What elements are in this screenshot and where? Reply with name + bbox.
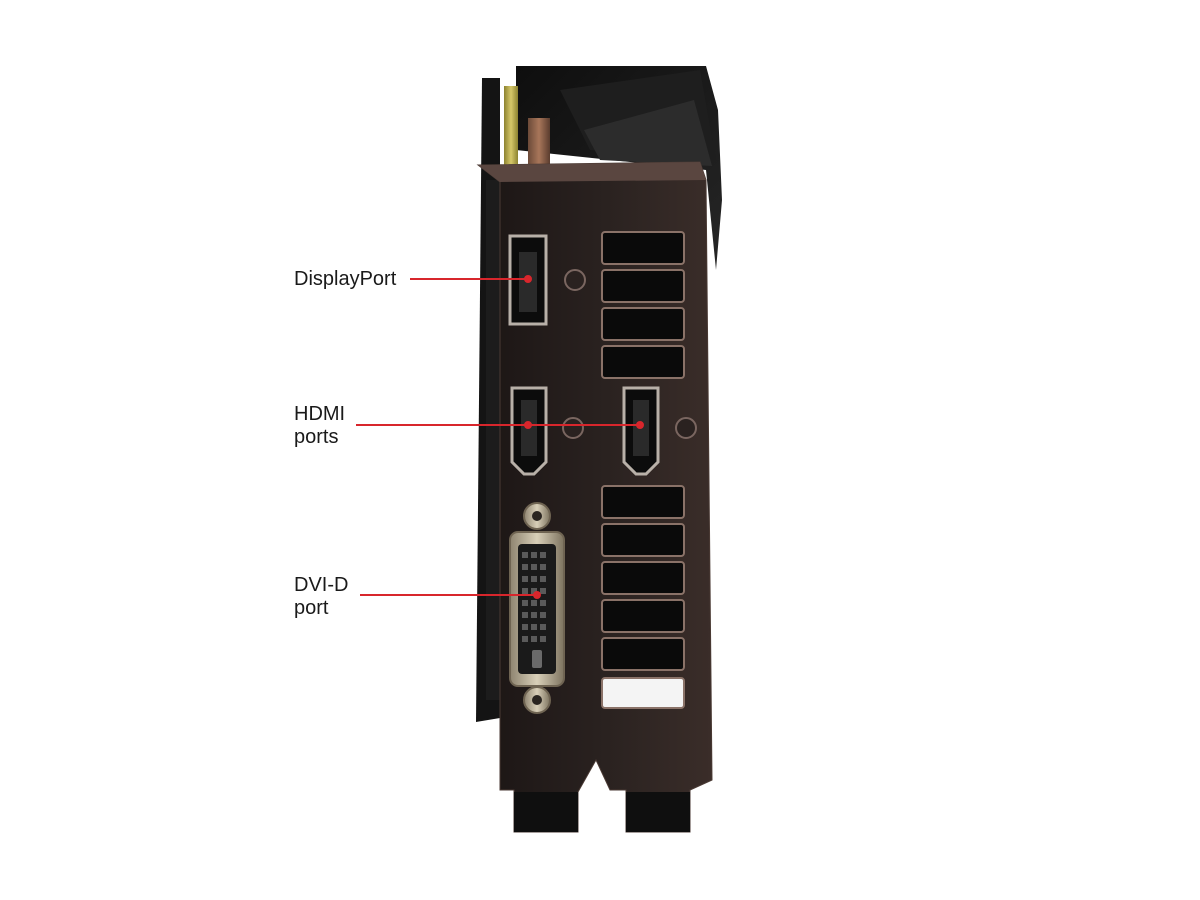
label-displayport: DisplayPort — [294, 268, 397, 290]
vent-slots — [601, 231, 685, 709]
gold-connector — [504, 86, 518, 166]
label-dvi-d-port: DVI-D port — [294, 574, 349, 619]
heatpipe — [528, 118, 550, 166]
dvi-d-connector — [509, 502, 565, 714]
hdmi-connector-1 — [510, 386, 548, 476]
pcb-edge — [476, 78, 500, 722]
callout-lines — [356, 275, 644, 599]
cooler-shroud — [516, 66, 722, 270]
label-hdmi-ports: HDMI ports — [294, 403, 346, 448]
bracket-screws — [562, 269, 697, 439]
hdmi-connector-2 — [622, 386, 660, 476]
